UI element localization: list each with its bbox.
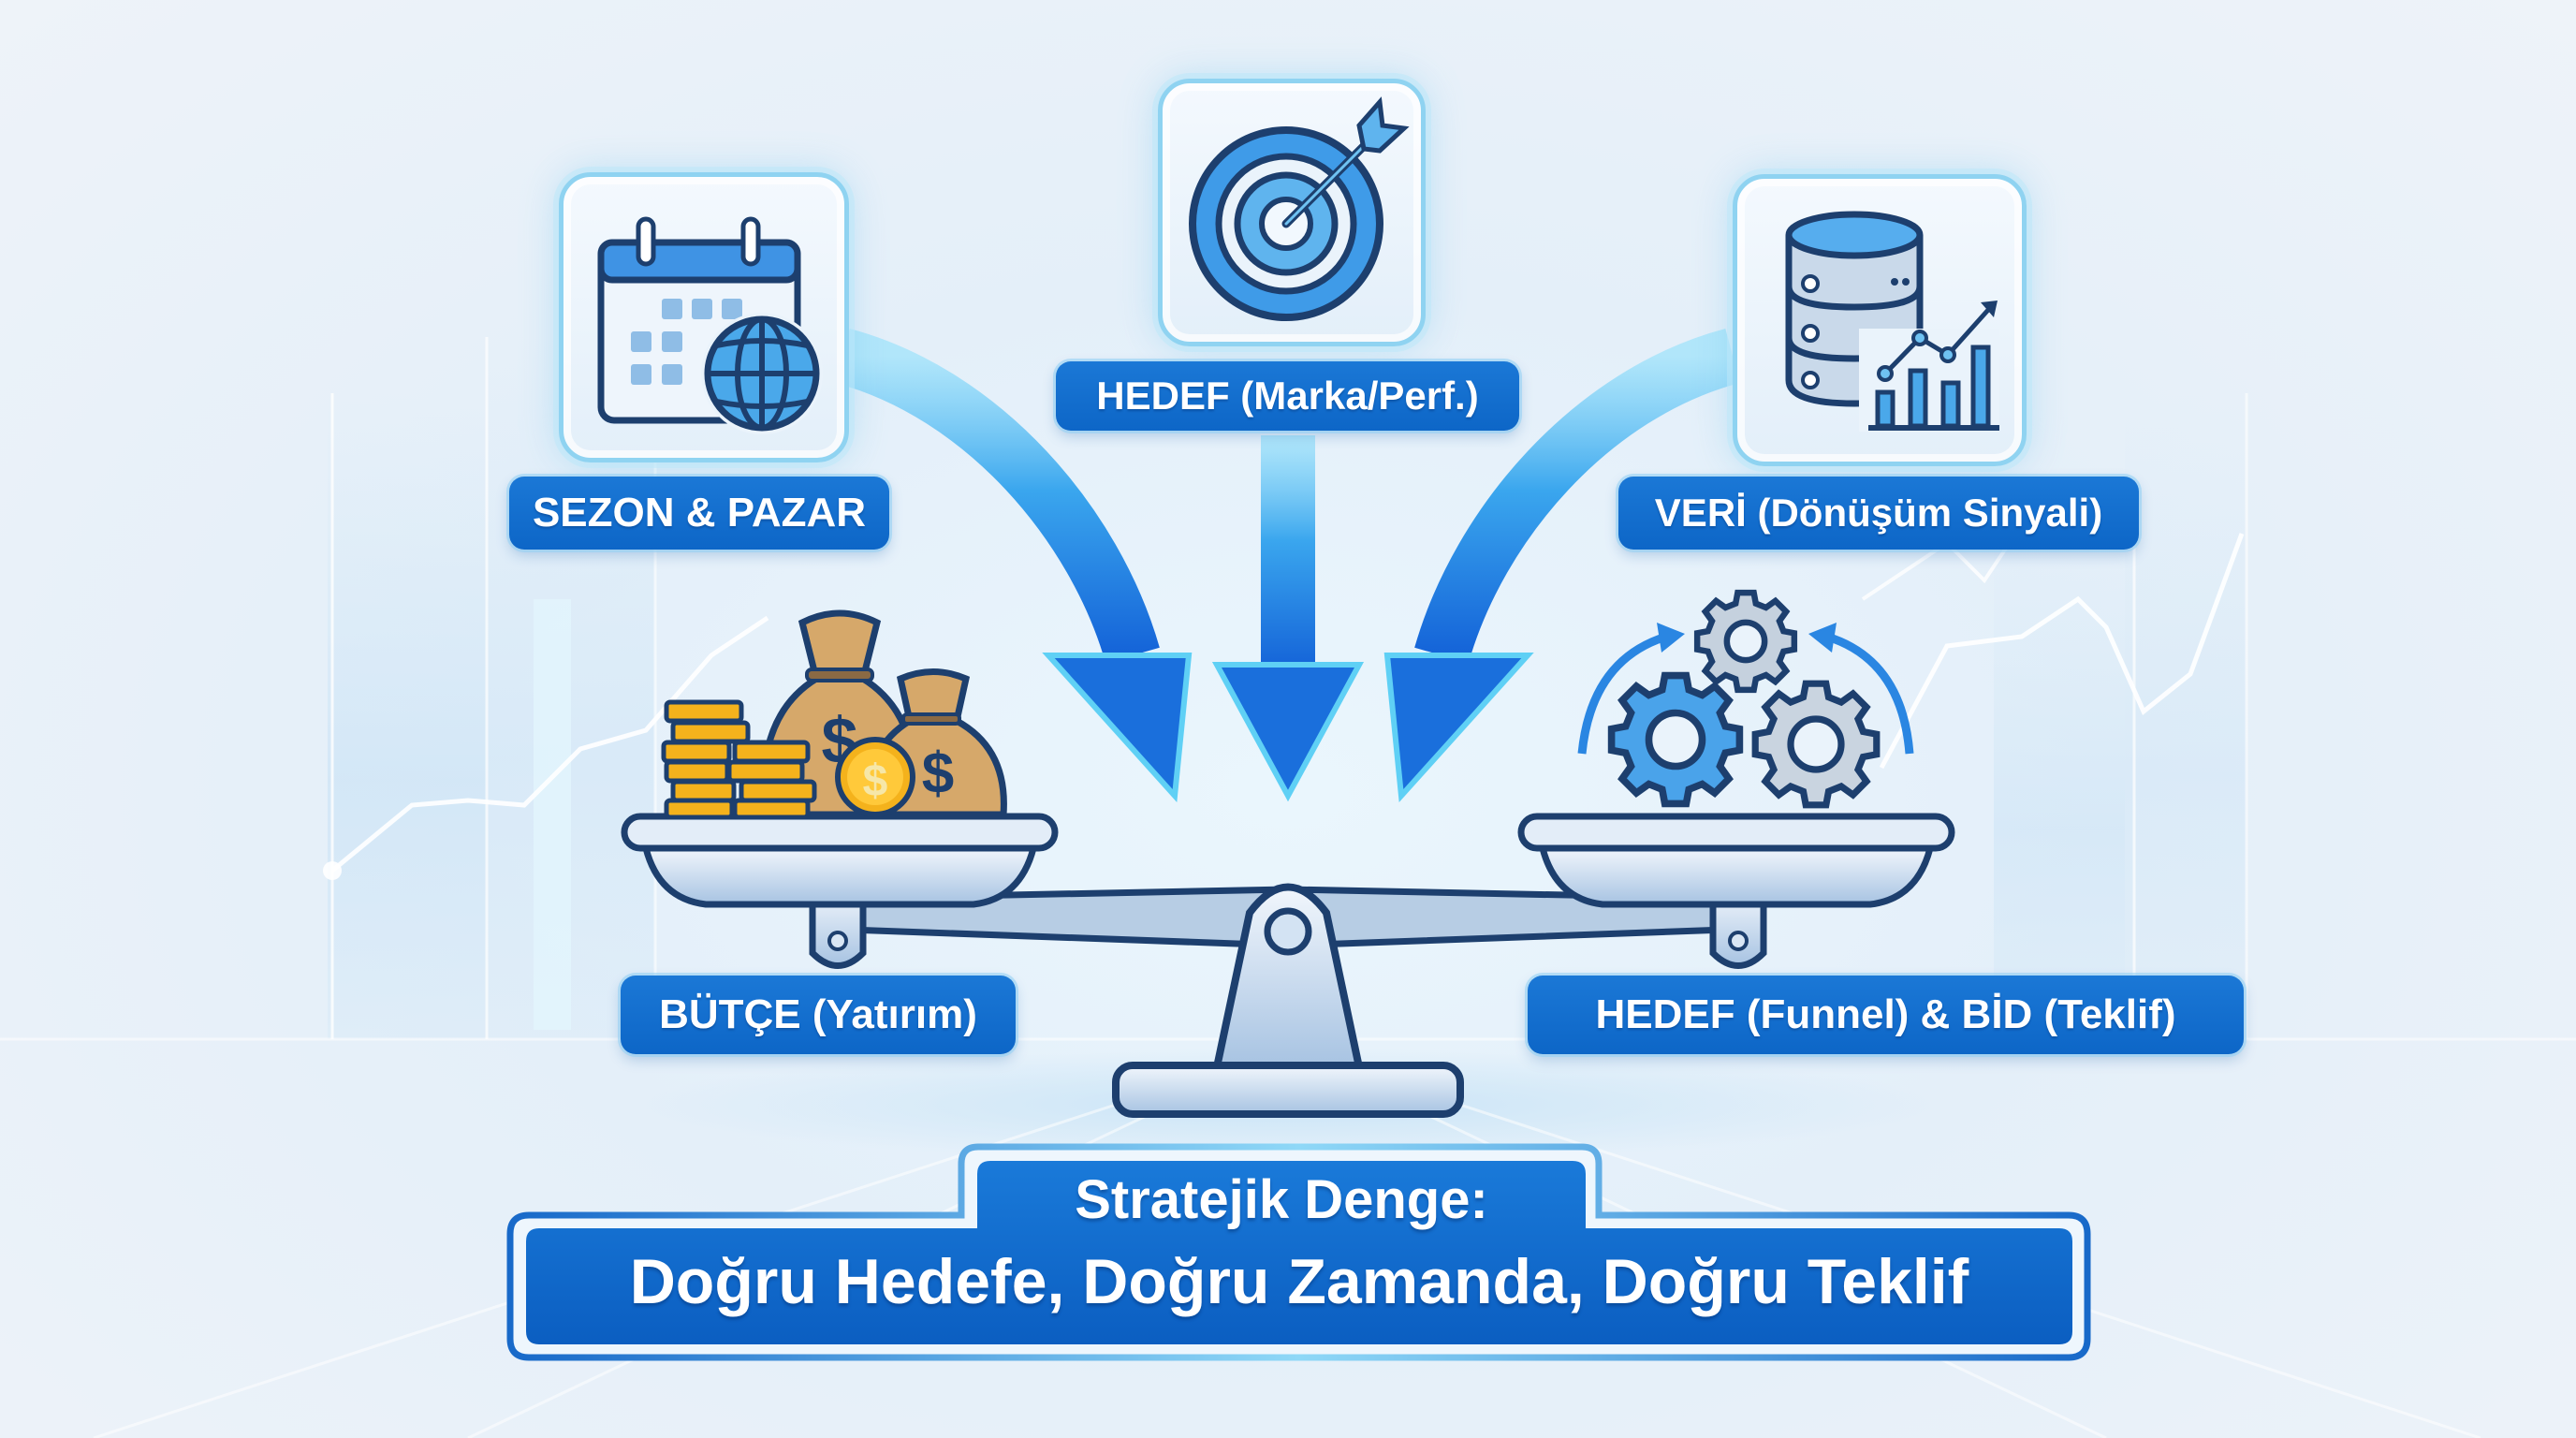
season-market-card [559,172,849,462]
budget-label: BÜTÇE (Yatırım) [621,976,1016,1054]
arrow-right-icon [1383,329,1741,803]
svg-text:$: $ [922,741,954,806]
gears-cycle-icon [1577,557,1914,819]
money-bags-coins-icon: $ $ $ [661,609,1007,819]
funnel-bid-label: HEDEF (Funnel) & BİD (Teklif) [1528,976,2244,1054]
database-chart-icon [1785,211,1999,432]
data-signal-card [1733,174,2027,466]
season-market-label: SEZON & PAZAR [509,477,889,550]
goal-label: HEDEF (Marka/Perf.) [1056,361,1519,431]
data-signal-label: VERİ (Dönüşüm Sinyali) [1618,477,2139,550]
goal-card [1158,79,1426,346]
calendar-globe-icon [597,216,823,434]
arrow-left-icon [834,329,1193,803]
target-arrow-icon [1189,96,1410,321]
title-line-1: Stratejik Denge: [1075,1169,1488,1230]
svg-text:$: $ [863,756,888,806]
title-line-2: Doğru Hedefe, Doğru Zamanda, Doğru Tekli… [629,1246,1969,1317]
arrow-center-icon [1211,435,1365,802]
